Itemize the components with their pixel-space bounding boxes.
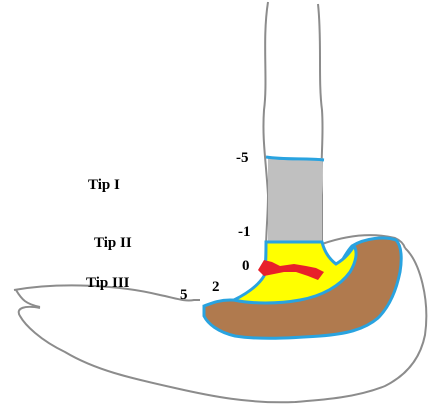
level-two-label: 2 — [212, 279, 220, 295]
level-zero-label: 0 — [242, 258, 250, 274]
gray-segment — [268, 158, 322, 242]
stomach-lesser-curvature — [16, 290, 40, 307]
level-minus1-label: -1 — [238, 224, 251, 240]
level-minus5-label: -5 — [236, 150, 249, 166]
level-five-label: 5 — [180, 287, 188, 303]
type-3-label: Tip III — [86, 275, 130, 291]
type-1-label: Tip I — [88, 177, 120, 193]
esophagus-left-wall — [263, 2, 268, 250]
type-2-label: Tip II — [94, 235, 132, 251]
